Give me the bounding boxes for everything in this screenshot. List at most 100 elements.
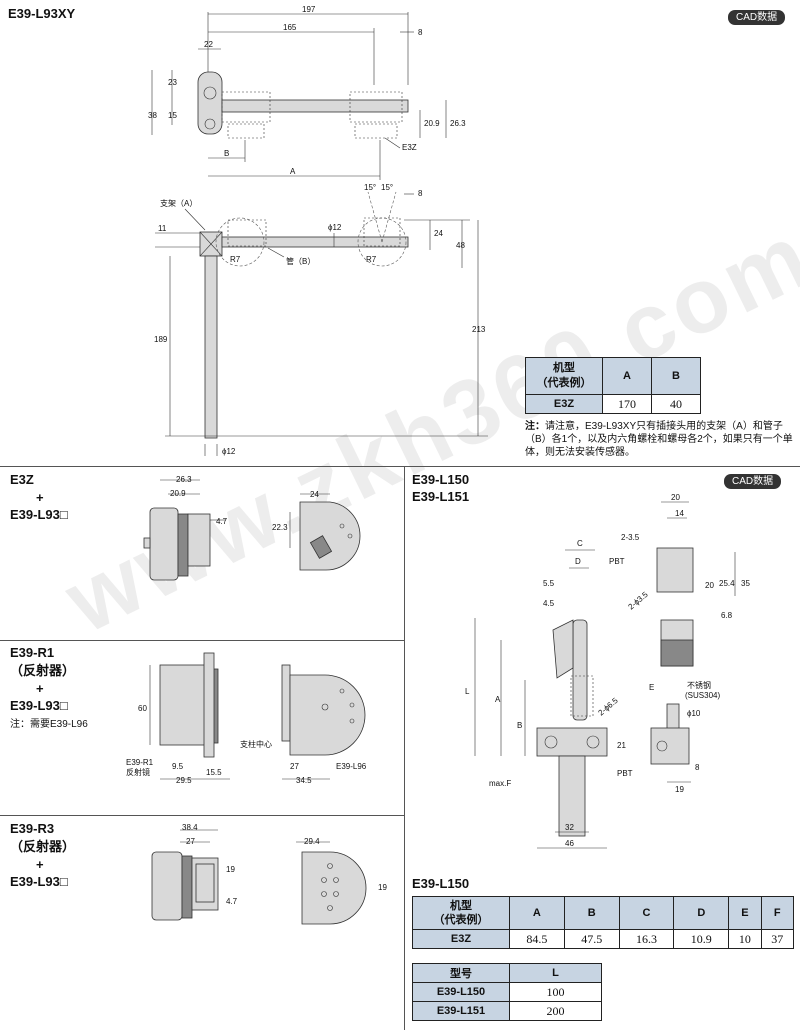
dim-8: 8 [418, 28, 423, 37]
t2-r2-l: 200 [509, 1001, 602, 1021]
r-dim-46: 46 [565, 839, 574, 848]
note-e39-l93xy: 注：请注意，E39-L93XY只有插接头用的支架（A）和管子（B）各1个，以及内… [525, 420, 793, 459]
s2-plus: + [36, 681, 44, 696]
dim-24: 24 [434, 229, 443, 238]
table-e39-l150-dims: 机型 （代表例） A B C D E F E3Z 84.5 47.5 16.3 … [412, 896, 795, 949]
s2-dim-27: 27 [290, 762, 299, 771]
r-dim-4-5: 4.5 [543, 599, 555, 608]
dim-11: 11 [158, 224, 167, 233]
s1-dim-20-9: 20.9 [170, 489, 186, 498]
r-label-pbt-top: PBT [609, 557, 625, 566]
s2-dim-29-5: 29.5 [176, 776, 192, 785]
t2-r1-l: 100 [509, 982, 602, 1002]
divider-left-2 [0, 815, 404, 816]
note-text: 请注意，E39-L93XY只有插接头用的支架（A）和管子（B）各1个，以及内六角… [525, 421, 793, 458]
s2-dim-9-5: 9.5 [172, 762, 184, 771]
cad-data-button[interactable]: CAD数据 [728, 10, 786, 25]
r-dim-8-bottom: 8 [695, 763, 700, 772]
r-dim-19-bottom: 19 [675, 785, 684, 794]
label-r7-right: R7 [366, 255, 377, 264]
dim-197: 197 [302, 5, 316, 14]
s2-note: 注：需要E39-L96 [10, 719, 88, 730]
s3-dim-19-right: 19 [378, 883, 387, 892]
section-title-e39-l93xy: E39-L93XY [8, 6, 76, 21]
r-dim-phi10: ϕ10 [687, 709, 701, 718]
s2-label-post-center: 支柱中心 [240, 739, 272, 749]
s1-dim-22-3: 22.3 [272, 523, 288, 532]
s2-dim-15-5: 15.5 [206, 768, 222, 777]
dim-26-3: 26.3 [450, 119, 466, 128]
r-label-max-f: max.F [489, 779, 511, 788]
r-dim-b: B [517, 721, 522, 730]
s1-plus: + [36, 490, 44, 505]
divider-horizontal [0, 466, 800, 467]
s2-dim-34-5: 34.5 [296, 776, 312, 785]
s2-dim-60: 60 [138, 704, 147, 713]
td-model: E3Z [525, 394, 603, 414]
s1-dim-26-3: 26.3 [176, 475, 192, 484]
th-model: 机型 （代表例） [525, 357, 603, 395]
dim-20-9: 20.9 [424, 119, 440, 128]
t1-h-d: D [673, 896, 730, 930]
r-label-pbt-bottom: PBT [617, 769, 633, 778]
label-bracket-a: 支架（A） [160, 198, 197, 208]
dim-15deg-left: 15° [364, 183, 376, 192]
s3-title2: E39-L93□ [10, 874, 68, 889]
right-table-title: E39-L150 [412, 876, 470, 891]
s2-title: E39-R1 [10, 645, 55, 660]
t2-h-l: L [509, 963, 602, 983]
cad-data-button-2[interactable]: CAD数据 [724, 474, 782, 489]
divider-vertical [404, 466, 405, 1030]
dim-23: 23 [168, 78, 177, 87]
t1-h-f: F [760, 896, 795, 930]
s2-title2: E39-L93□ [10, 698, 68, 713]
dim-phi12-post: ϕ12 [222, 447, 236, 456]
t1-b: 47.5 [563, 929, 620, 949]
t1-h-e: E [728, 896, 762, 930]
r-dim-32: 32 [565, 823, 574, 832]
t1-h-c: C [618, 896, 675, 930]
r-label-stainless: 不锈钢 [687, 680, 711, 690]
right-title2: E39-L151 [412, 489, 470, 504]
dim-165: 165 [283, 23, 297, 32]
r-dim-14: 14 [675, 509, 684, 518]
s1-title2: E39-L93□ [10, 507, 68, 522]
t2-h-model: 型号 [412, 963, 510, 983]
t1-f: 37 [760, 929, 795, 949]
t1-h-a: A [509, 896, 565, 930]
r-dim-20-top: 20 [671, 493, 680, 502]
r-label-2-phi3-5: 2-ϕ3.5 [627, 590, 651, 612]
drawing-e39-r3: 38.4 27 19 4.7 29.4 19 [151, 823, 387, 925]
r-dim-a: A [495, 695, 501, 704]
s3-dim-38-4: 38.4 [182, 823, 198, 832]
dim-15: 15 [168, 111, 177, 120]
label-e3z: E3Z [402, 143, 417, 152]
s3-plus: + [36, 857, 44, 872]
r-dim-20-side: 20 [705, 581, 714, 590]
r-dim-e: E [649, 683, 654, 692]
table-e39-l150-length: 型号 L E39-L150 100 E39-L151 200 [412, 963, 602, 1021]
t1-h-model: 机型 （代表例） [412, 896, 510, 930]
th-b: B [651, 357, 701, 395]
s3-dim-4-7: 4.7 [226, 897, 238, 906]
s1-title: E3Z [10, 472, 34, 487]
t1-c: 16.3 [618, 929, 675, 949]
table-e39-l93xy: 机型 （代表例） A B E3Z 170 40 [525, 357, 701, 414]
dim-38: 38 [148, 111, 157, 120]
s3-title: E39-R3 [10, 821, 55, 836]
s2-label-e39-r1: E39-R1 [126, 758, 154, 767]
r-dim-25-4: 25.4 [719, 579, 735, 588]
t1-h-b: B [563, 896, 620, 930]
s3-dim-19: 19 [226, 865, 235, 874]
dim-48: 48 [456, 241, 465, 250]
label-tube-b: 管（B） [286, 256, 315, 266]
s3-dim-27: 27 [186, 837, 195, 846]
dim-phi12-tube: ϕ12 [328, 223, 342, 232]
s1-dim-4-7: 4.7 [216, 517, 228, 526]
td-a: 170 [602, 394, 652, 414]
r-dim-d: D [575, 557, 581, 566]
drawing-e39-r1: 60 E39-R1 反射镜 9.5 15.5 29.5 支柱中心 27 E39-… [126, 652, 367, 785]
drawing-e39-l150: C D 5.5 4.5 PBT L A B 2-ϕ6.5 21 max.F PB… [465, 493, 750, 849]
s2-sub: （反射器） [10, 663, 76, 678]
th-a: A [602, 357, 652, 395]
